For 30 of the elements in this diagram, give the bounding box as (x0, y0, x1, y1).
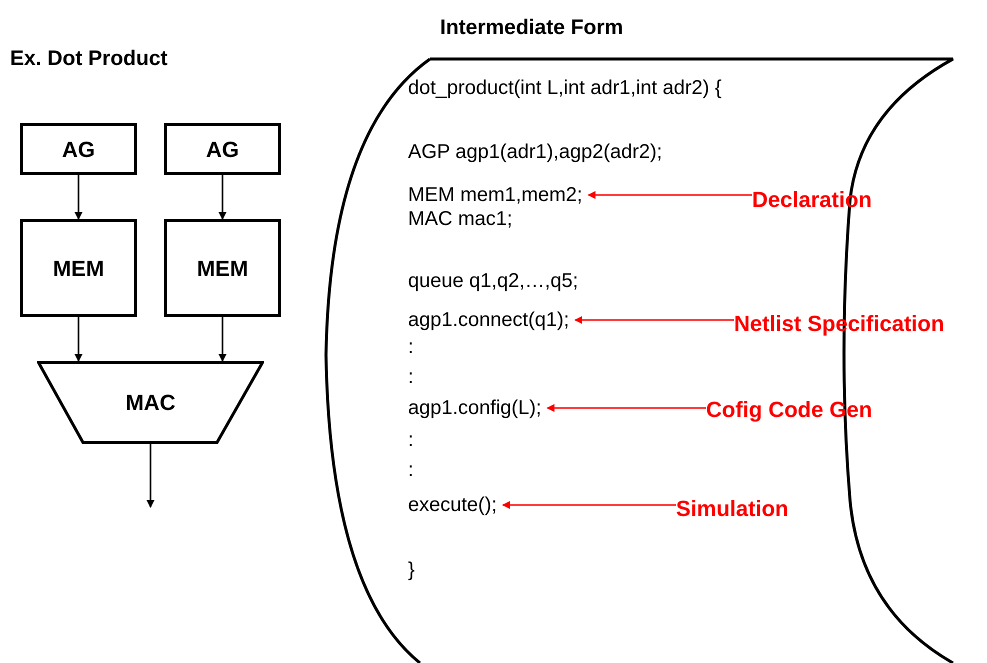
code-line: : (408, 458, 414, 482)
arrow (502, 501, 676, 509)
arrow (146, 444, 154, 508)
code-line: execute(); (408, 493, 497, 517)
process-box: MEM (164, 219, 281, 317)
diagram-heading: Ex. Dot Product (10, 46, 168, 72)
code-line: AGP agp1(adr1),agp2(adr2); (408, 140, 662, 164)
arrow (74, 317, 82, 362)
section-heading: Intermediate Form (440, 15, 624, 41)
code-line: : (408, 335, 414, 359)
code-line: MEM mem1,mem2; (408, 183, 582, 207)
code-line: queue q1,q2,…,q5; (408, 269, 578, 293)
code-line: } (408, 558, 415, 582)
mac-trapezoid: MAC (37, 361, 264, 444)
arrow (218, 317, 226, 362)
arrow (546, 404, 706, 412)
code-line: : (408, 365, 414, 389)
arrow (574, 316, 734, 324)
annotation-label: Simulation (676, 492, 788, 525)
code-line: : (408, 428, 414, 452)
code-line: MAC mac1; (408, 207, 512, 231)
code-line: agp1.connect(q1); (408, 308, 570, 332)
process-box: AG (164, 123, 281, 175)
code-line: agp1.config(L); (408, 396, 542, 420)
arrow (587, 191, 752, 199)
process-box: AG (20, 123, 137, 175)
arrow (218, 175, 226, 220)
process-box: MEM (20, 219, 137, 317)
code-line: dot_product(int L,int adr1,int adr2) { (408, 76, 722, 100)
arrow (74, 175, 82, 220)
